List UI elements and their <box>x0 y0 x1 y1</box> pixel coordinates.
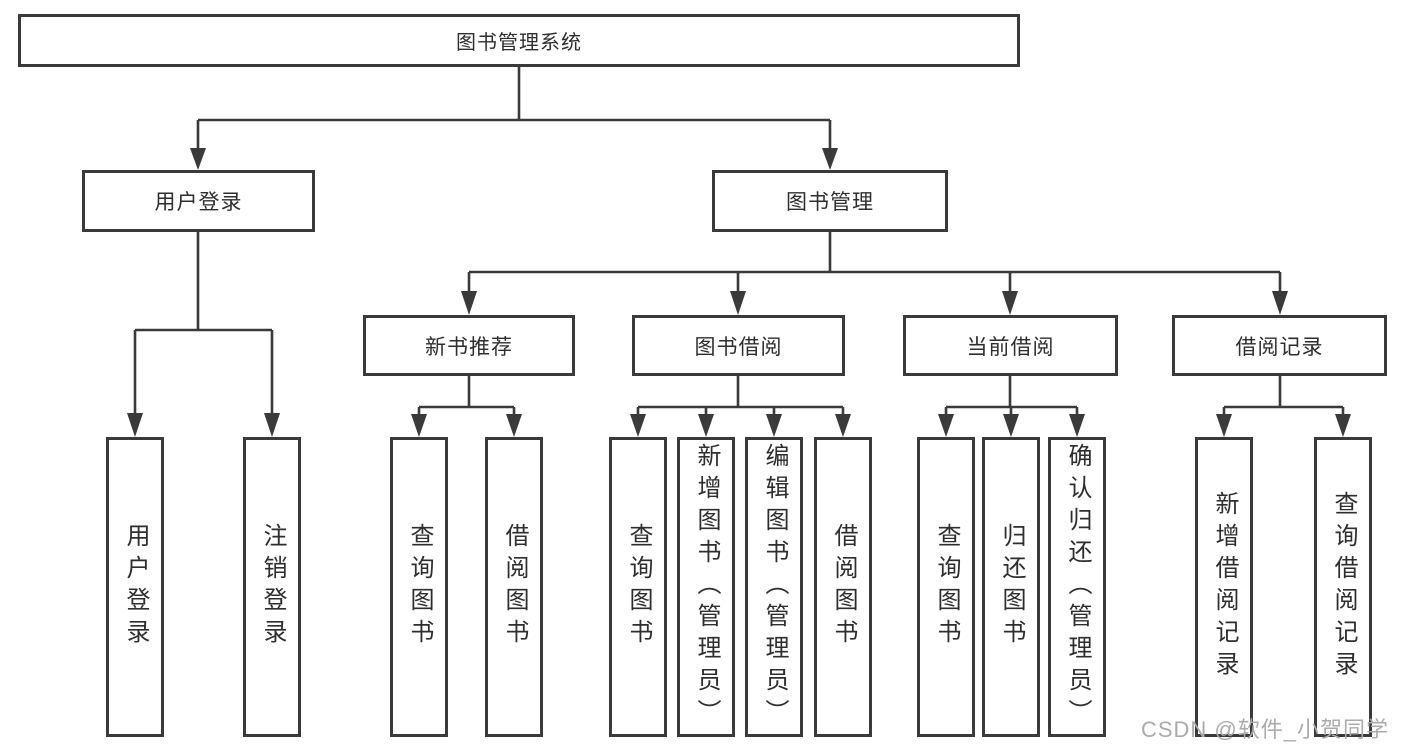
arrowhead-icon <box>264 413 280 437</box>
node-label: 查询图书 <box>625 523 652 651</box>
node-label: 新书推荐 <box>425 335 513 359</box>
node-label: 查询借阅记录 <box>1330 491 1357 683</box>
node-book-borrow: 图书借阅 <box>632 315 845 376</box>
connector-userlogin-to-leaves <box>133 232 274 415</box>
connector-bookmgmt-to-level3 <box>467 232 1282 293</box>
node-label: 用户登录 <box>122 523 149 651</box>
arrowhead-icon <box>190 148 206 170</box>
node-label: 编辑图书（管理员） <box>761 443 788 731</box>
connector-newbooks-to-leaves <box>417 375 516 416</box>
leaf-edit-books-admin: 编辑图书（管理员） <box>745 437 803 737</box>
leaf-query-books-current: 查询图书 <box>917 437 975 737</box>
arrowhead-icon <box>938 414 954 437</box>
node-label: 确认归还（管理员） <box>1064 443 1091 731</box>
arrowhead-icon <box>411 414 427 437</box>
arrowhead-icon <box>1335 414 1351 437</box>
leaf-add-books-admin: 新增图书（管理员） <box>677 437 735 737</box>
node-label: 用户登录 <box>154 191 243 214</box>
connector-current-to-leaves <box>944 375 1079 416</box>
arrowhead-icon <box>127 413 143 437</box>
node-user-login: 用户登录 <box>82 170 315 232</box>
arrowhead-icon <box>1069 414 1085 437</box>
arrowhead-icon <box>1216 414 1232 437</box>
node-label: 新增借阅记录 <box>1211 491 1238 683</box>
leaf-query-books-recommend: 查询图书 <box>390 437 448 737</box>
arrowhead-icon <box>461 291 477 315</box>
arrowhead-icon <box>835 414 851 437</box>
arrowhead-icon <box>1003 414 1019 437</box>
arrowhead-icon <box>698 414 714 437</box>
node-label: 注销登录 <box>259 523 286 651</box>
node-label: 借阅记录 <box>1235 335 1324 359</box>
node-label: 查询图书 <box>933 523 960 651</box>
node-current-borrow: 当前借阅 <box>903 315 1118 376</box>
csdn-watermark: CSDN @软件_小贺同学 <box>1140 717 1389 742</box>
arrowhead-icon <box>766 414 782 437</box>
node-root-system: 图书管理系统 <box>18 14 1020 67</box>
leaf-add-borrow-record: 新增借阅记录 <box>1195 437 1253 737</box>
node-new-book-recommend: 新书推荐 <box>363 315 575 376</box>
arrowhead-icon <box>1272 291 1288 315</box>
leaf-query-borrow-record: 查询借阅记录 <box>1314 437 1372 737</box>
leaf-borrow-books: 借阅图书 <box>814 437 872 737</box>
node-label: 借阅图书 <box>501 523 528 651</box>
connector-borrow-to-leaves <box>636 375 845 416</box>
leaf-confirm-return-admin: 确认归还（管理员） <box>1048 437 1106 737</box>
node-label: 新增图书（管理员） <box>693 443 720 731</box>
node-label: 当前借阅 <box>966 335 1055 359</box>
leaf-borrow-books-recommend: 借阅图书 <box>485 437 543 737</box>
arrowhead-icon <box>506 414 522 437</box>
node-label: 归还图书 <box>998 523 1025 651</box>
arrowhead-icon <box>1002 291 1018 315</box>
connector-root-to-level2 <box>196 66 832 150</box>
leaf-query-books-borrow: 查询图书 <box>609 437 667 737</box>
node-label: 查询图书 <box>406 523 433 651</box>
arrowhead-icon <box>822 148 838 170</box>
node-borrow-records: 借阅记录 <box>1172 315 1387 376</box>
leaf-logout: 注销登录 <box>243 437 301 737</box>
node-label: 借阅图书 <box>830 523 857 651</box>
node-label: 图书管理系统 <box>456 32 582 54</box>
connector-records-to-leaves <box>1222 375 1345 416</box>
arrowhead-icon <box>730 291 746 315</box>
leaf-return-books: 归还图书 <box>982 437 1040 737</box>
node-label: 图书借阅 <box>694 335 783 359</box>
node-label: 图书管理 <box>786 191 874 214</box>
arrowhead-icon <box>630 414 646 437</box>
leaf-user-login: 用户登录 <box>106 437 164 737</box>
node-book-management: 图书管理 <box>712 170 948 232</box>
